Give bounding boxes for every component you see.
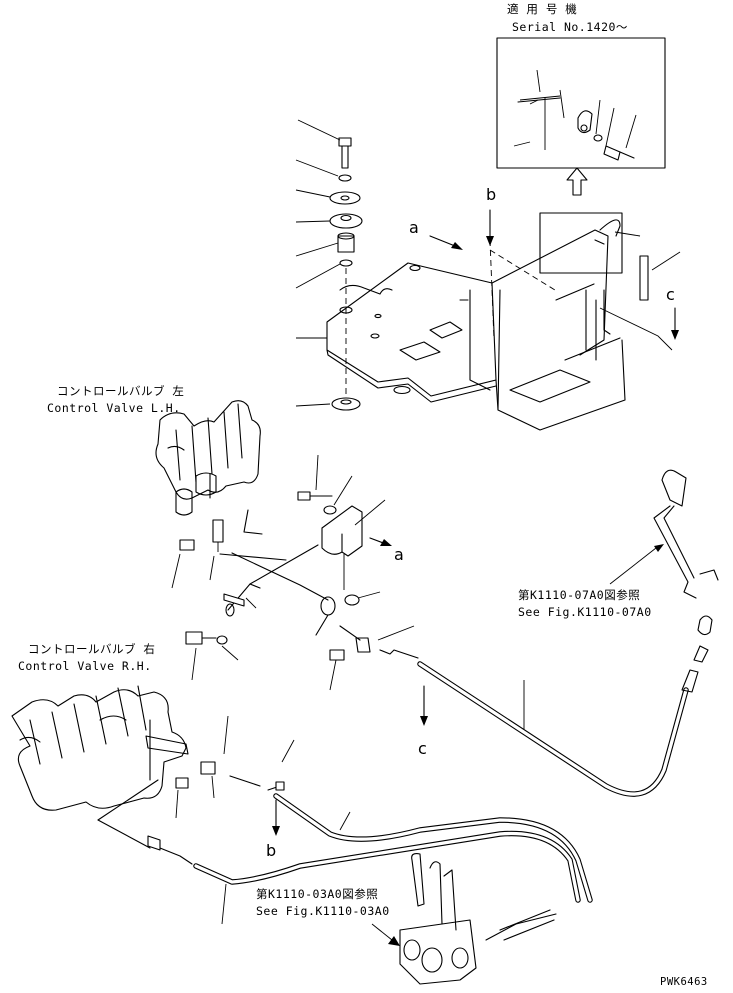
ref-07a0-label-en: See Fig.K1110-07A0 [518,605,652,619]
ref-07a0-label-jp: 第K1110-07A0図参照 [518,588,641,602]
ref-03a0-label-en: See Fig.K1110-03A0 [256,904,390,918]
ref-03a0-label-jp: 第K1110-03A0図参照 [256,887,379,901]
callout-c-bottom: c [418,739,427,758]
floor-plate-assembly [326,219,681,431]
control-valve-rh-label-en: Control Valve R.H. [18,659,152,673]
control-valve-rh [11,685,216,849]
callout-b-top: b [486,185,497,204]
control-cables [159,645,709,941]
drawing-code: PWK6463 [660,976,708,988]
control-valve-lh-label-en: Control Valve L.H. [47,401,181,415]
inset-model-label-jp: 適 用 号 機 [507,2,578,16]
callout-b-bottom: b [266,841,277,860]
control-valve-rh-label-jp: コントロールバルブ 右 [28,642,156,656]
lever-assembly [371,853,557,985]
pedal-assembly [609,469,719,636]
callout-arrows-top [429,209,679,341]
callout-c-top: c [666,285,675,304]
callout-a-top: a [409,218,419,237]
control-valve-lh-label-jp: コントロールバルブ 左 [57,384,185,398]
callout-arrows-lower [272,685,428,836]
inset-serial-label: Serial No.1420～ [512,20,628,34]
callout-a-mid: a [394,545,404,564]
linkage-bracket [147,454,415,851]
serial-inset [496,37,666,169]
fastener-stack [295,119,363,411]
up-arrow-icon [566,167,588,196]
control-valve-lh [155,400,263,552]
